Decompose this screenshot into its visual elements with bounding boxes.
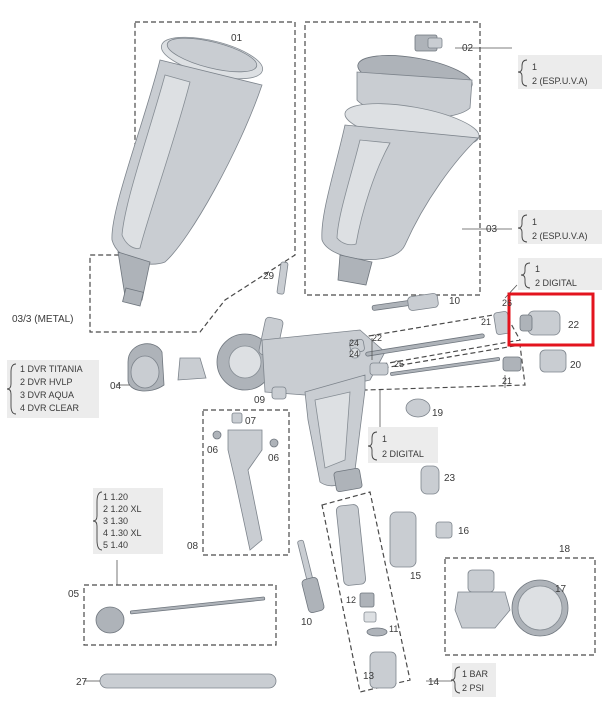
callout-21-top: 21 [481, 317, 491, 327]
option-box-14 [452, 663, 496, 697]
callout-05: 05 [68, 589, 80, 600]
option-box-gauge [368, 427, 438, 463]
callout-11: 11 [389, 624, 398, 634]
option-05-4: 4 1.30 XL [103, 528, 142, 538]
callout-22: 22 [568, 320, 580, 331]
callout-19: 19 [432, 408, 444, 419]
callout-22b: 22 [372, 333, 382, 343]
option-box-04 [7, 360, 99, 418]
needle-set-outline [344, 312, 521, 369]
nozzle-05 [95, 596, 266, 634]
part-10-needle-lower [297, 539, 325, 613]
part-24-ring [349, 347, 361, 359]
trigger-group-outline [202, 409, 290, 556]
callout-14: 14 [428, 677, 440, 688]
callout-03-metal: 03/3 (METAL) [12, 314, 74, 325]
option-05-2: 2 1.20 XL [103, 504, 142, 514]
part-22-knob [519, 310, 561, 336]
part-25-rod [369, 357, 501, 376]
part-16-nut [435, 521, 453, 539]
callout-07: 07 [245, 416, 257, 427]
option-02-1: 1 [532, 62, 537, 72]
callout-03: 03 [486, 224, 498, 235]
highlight-part-22 [507, 292, 595, 347]
callout-10-top: 10 [449, 296, 461, 307]
option-list-26: 1 2 DIGITAL [535, 264, 577, 288]
option-list-05: 1 1.20 2 1.20 XL 3 1.30 4 1.30 XL 5 1.40 [103, 492, 142, 550]
option-list-gauge: 1 2 DIGITAL [382, 434, 424, 459]
part-20-cap [502, 349, 567, 373]
callout-26: 26 [502, 298, 512, 308]
option-26-2: 2 DIGITAL [535, 278, 577, 288]
cup-01 [111, 36, 264, 307]
option-box-02 [518, 55, 602, 89]
option-list-02: 1 2 (ESP.U.V.A) [532, 62, 588, 86]
option-14-2: 2 PSI [462, 683, 484, 693]
callout-23: 23 [444, 473, 456, 484]
callout-16: 16 [458, 526, 470, 537]
option-list-14: 1 BAR 2 PSI [462, 669, 489, 693]
option-04-2: 2 DVR HVLP [20, 377, 73, 387]
callout-27: 27 [76, 677, 88, 688]
regulator-18 [454, 569, 569, 637]
option-list-04: 1 DVR TITANIA 2 DVR HVLP 3 DVR AQUA 4 DV… [20, 364, 83, 413]
callout-06-right: 06 [268, 453, 280, 464]
part-23-spring [420, 465, 440, 495]
part-10-screw-top [371, 293, 439, 311]
part-12-valve-stem [335, 504, 397, 689]
callout-12: 12 [346, 595, 356, 605]
callout-10-bottom: 10 [301, 617, 313, 628]
callout-04: 04 [110, 381, 122, 392]
cup-01-group-outline [89, 21, 296, 333]
callout-24b: 24 [349, 349, 359, 359]
option-list-03: 1 2 (ESP.U.V.A) [532, 217, 588, 241]
callout-06-left: 06 [207, 445, 219, 456]
option-box-05 [93, 488, 163, 554]
regulator-group-outline [444, 557, 596, 656]
callout-08: 08 [187, 541, 199, 552]
trigger-08 [212, 412, 279, 551]
part-09-fitting [271, 386, 287, 400]
option-04-4: 4 DVR CLEAR [20, 403, 80, 413]
nozzle-group-outline [83, 584, 277, 646]
cup-03-group-outline [304, 21, 481, 296]
cup-03 [321, 34, 480, 286]
part-27-rod [99, 673, 277, 689]
option-03-2: 2 (ESP.U.V.A) [532, 231, 588, 241]
option-26-1: 1 [535, 264, 540, 274]
callout-01: 01 [231, 33, 243, 44]
part-15-valve [389, 511, 417, 568]
callout-17: 17 [555, 584, 567, 595]
callout-18: 18 [559, 544, 571, 555]
callout-29: 29 [263, 271, 275, 282]
option-02-2: 2 (ESP.U.V.A) [532, 76, 588, 86]
callout-25: 25 [394, 359, 404, 369]
part-29-pin [276, 261, 289, 295]
callout-21-bottom: 21 [502, 376, 512, 386]
option-03-1: 1 [532, 217, 537, 227]
option-box-26 [518, 258, 602, 290]
part-19-plug [405, 398, 431, 418]
option-gauge-2: 2 DIGITAL [382, 449, 424, 459]
option-05-5: 5 1.40 [103, 540, 128, 550]
option-04-3: 3 DVR AQUA [20, 390, 74, 400]
part-04-air-cap [127, 343, 207, 392]
callout-20: 20 [570, 360, 582, 371]
option-gauge-1: 1 [382, 434, 387, 444]
option-05-1: 1 1.20 [103, 492, 128, 502]
callout-13: 13 [363, 671, 375, 682]
callout-24: 24 [349, 338, 359, 348]
option-14-1: 1 BAR [462, 669, 489, 679]
callout-15: 15 [410, 571, 422, 582]
callout-09: 09 [254, 395, 266, 406]
callout-02: 02 [462, 43, 474, 54]
valve-group-outline [321, 491, 411, 693]
option-05-3: 3 1.30 [103, 516, 128, 526]
option-box-03 [518, 210, 602, 244]
option-04-1: 1 DVR TITANIA [20, 364, 83, 374]
